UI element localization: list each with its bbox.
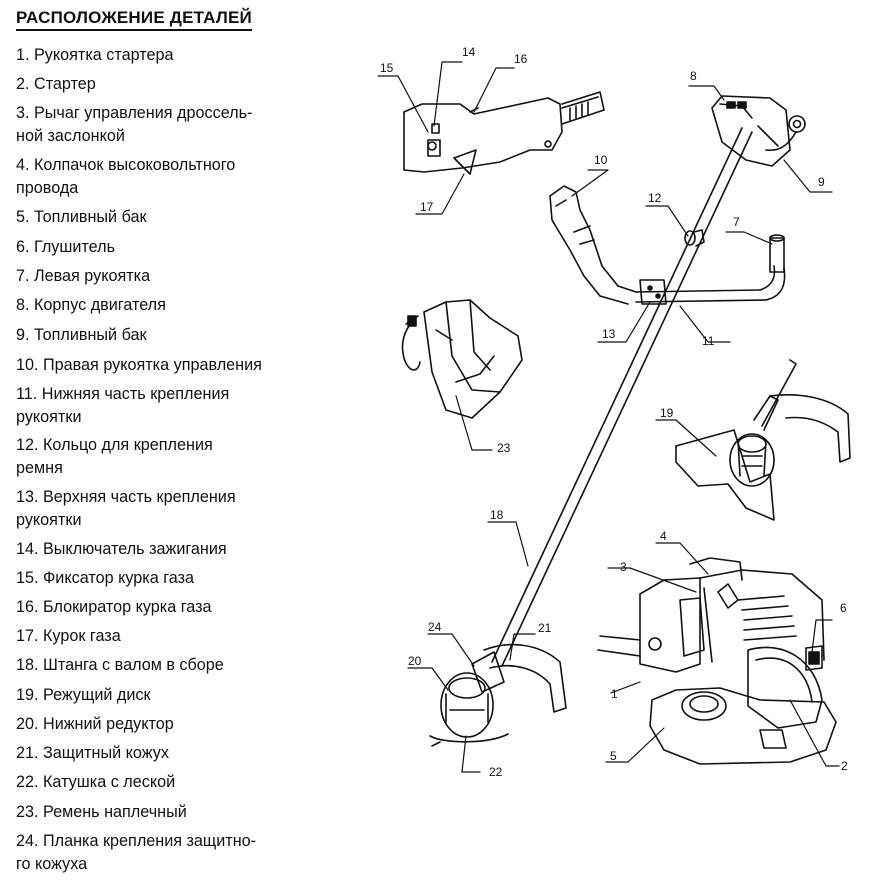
callout-3: 3 — [620, 560, 627, 574]
part-item-22: 22. Катушка с леской — [16, 771, 316, 794]
part-item-20: 20. Нижний редуктор — [16, 713, 316, 736]
drive-shaft — [491, 127, 753, 667]
callout-8: 8 — [690, 69, 697, 83]
part-item-7: 7. Левая рукоятка — [16, 265, 316, 288]
part-label-continuation: го кожуха — [16, 855, 88, 873]
part-label: 2. Стартер — [16, 75, 96, 93]
part-label-continuation: рукоятки — [16, 408, 82, 426]
part-label: 17. Курок газа — [16, 627, 121, 645]
part-item-18: 18. Штанга с валом в сборе — [16, 654, 316, 677]
page-title: РАСПОЛОЖЕНИЕ ДЕТАЛЕЙ — [16, 8, 252, 31]
callout-16: 16 — [514, 52, 528, 66]
callout-17: 17 — [420, 200, 434, 214]
callout-numbers: 1 2 3 4 5 6 7 8 9 10 11 12 13 14 15 16 1… — [380, 45, 848, 779]
part-item-23: 23. Ремень наплечный — [16, 801, 316, 824]
part-label: 10. Правая рукоятка управления — [16, 356, 262, 374]
part-item-6: 6. Глушитель — [16, 236, 316, 259]
part-item-12: 12. Кольцо для крепления ремня — [16, 434, 316, 480]
part-item-16: 16. Блокиратор курка газа — [16, 596, 316, 619]
shoulder-strap-drawing — [401, 299, 523, 419]
callout-23: 23 — [497, 441, 511, 455]
callout-15: 15 — [380, 61, 394, 75]
part-item-4: 4. Колпачок высоковольтного провода — [16, 154, 316, 200]
callout-1: 1 — [611, 687, 618, 701]
throttle-handle-drawing — [403, 91, 605, 175]
callout-2: 2 — [841, 759, 848, 773]
part-label-continuation: рукоятки — [16, 511, 82, 529]
part-item-2: 2. Стартер — [16, 73, 316, 96]
part-label: 18. Штанга с валом в сборе — [16, 656, 224, 674]
leader-lines — [377, 61, 840, 773]
part-label: 13. Верхняя часть крепления — [16, 488, 236, 506]
part-label: 6. Глушитель — [16, 238, 115, 256]
right-handle-drawing — [549, 185, 637, 305]
part-item-5: 5. Топливный бак — [16, 206, 316, 229]
part-item-19: 19. Режущий диск — [16, 684, 316, 707]
callout-4: 4 — [660, 529, 667, 543]
cutting-disc-drawing — [675, 359, 851, 521]
callout-19: 19 — [660, 406, 674, 420]
part-label: 7. Левая рукоятка — [16, 267, 151, 285]
part-label: 5. Топливный бак — [16, 208, 147, 226]
part-item-13: 13. Верхняя часть крепления рукоятки — [16, 486, 316, 532]
callout-14: 14 — [462, 45, 476, 59]
part-item-24: 24. Планка крепления защитно-го кожуха — [16, 830, 316, 876]
part-label: 19. Режущий диск — [16, 686, 151, 704]
part-label: 8. Корпус двигателя — [16, 296, 166, 314]
part-label: 16. Блокиратор курка газа — [16, 598, 212, 616]
callout-13: 13 — [602, 327, 616, 341]
callout-18: 18 — [490, 508, 504, 522]
part-item-3: 3. Рычаг управления дроссель-ной заслонк… — [16, 102, 316, 148]
part-item-11: 11. Нижняя часть крепления рукоятки — [16, 383, 316, 429]
part-label: 15. Фиксатор курка газа — [16, 569, 194, 587]
part-label: 3. Рычаг управления дроссель- — [16, 104, 253, 122]
part-label: 1. Рукоятка стартера — [16, 46, 174, 64]
callout-10: 10 — [594, 153, 608, 167]
part-label: 21. Защитный кожух — [16, 744, 169, 762]
part-item-9: 9. Топливный бак — [16, 324, 316, 347]
lower-head-drawing — [429, 643, 567, 747]
handlebar-drawing — [635, 234, 786, 305]
strap-ring-drawing — [684, 229, 705, 247]
part-label: 14. Выключатель зажигания — [16, 540, 227, 558]
part-item-21: 21. Защитный кожух — [16, 742, 316, 765]
callout-9: 9 — [818, 175, 825, 189]
part-label-continuation: ремня — [16, 459, 63, 477]
callout-22: 22 — [489, 765, 503, 779]
callout-20: 20 — [408, 654, 422, 668]
callout-24: 24 — [428, 620, 442, 634]
part-item-10: 10. Правая рукоятка управления — [16, 354, 316, 377]
part-label: 12. Кольцо для крепления — [16, 436, 213, 454]
engine-head-drawing — [711, 95, 806, 167]
part-label: 22. Катушка с леской — [16, 773, 176, 791]
callout-6: 6 — [840, 601, 847, 615]
callout-5: 5 — [610, 749, 617, 763]
callout-12: 12 — [648, 191, 662, 205]
callout-21: 21 — [538, 621, 552, 635]
part-item-15: 15. Фиксатор курка газа — [16, 567, 316, 590]
part-label-continuation: провода — [16, 179, 79, 197]
part-item-1: 1. Рукоятка стартера — [16, 44, 316, 67]
part-label: 24. Планка крепления защитно- — [16, 832, 257, 850]
part-item-17: 17. Курок газа — [16, 625, 316, 648]
part-item-8: 8. Корпус двигателя — [16, 294, 316, 317]
part-label: 20. Нижний редуктор — [16, 715, 174, 733]
part-label: 4. Колпачок высоковольтного — [16, 156, 236, 174]
callout-11: 11 — [702, 334, 715, 348]
part-label: 23. Ремень наплечный — [16, 803, 187, 821]
part-label-continuation: ной заслонкой — [16, 127, 125, 145]
part-label: 11. Нижняя часть крепления — [16, 385, 230, 403]
part-item-14: 14. Выключатель зажигания — [16, 538, 316, 561]
engine-block-drawing — [597, 557, 837, 765]
callout-7: 7 — [733, 215, 740, 229]
part-label: 9. Топливный бак — [16, 326, 147, 344]
